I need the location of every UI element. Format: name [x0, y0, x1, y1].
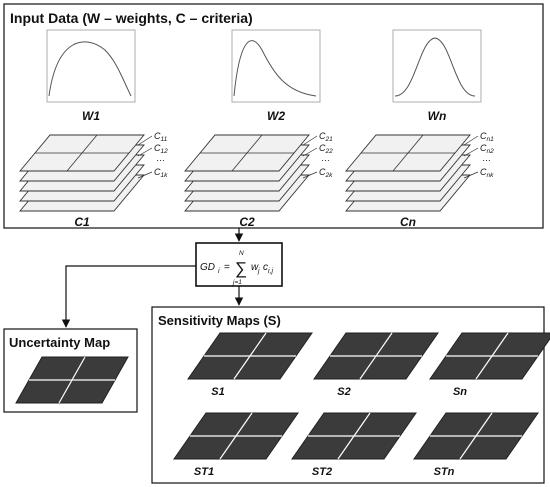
criteria-layer-ellipsis: …	[321, 153, 330, 163]
sensitivity-panel-title: Sensitivity Maps (S)	[158, 313, 281, 328]
criteria-layer-label: C21	[319, 131, 333, 143]
sensitivity-map-s2: S2	[313, 332, 439, 398]
weight-label: W2	[267, 109, 285, 123]
formula-weight-sub: j	[257, 268, 260, 275]
criteria-label: C1	[74, 215, 90, 229]
criteria-layer-label: C11	[154, 131, 168, 143]
criteria-layer-label: Cnk	[480, 167, 494, 179]
formula-equals: =	[224, 262, 230, 273]
sensitivity-map-label: ST2	[312, 466, 332, 478]
weight-label: Wn	[428, 109, 447, 123]
weight-distributions: W1 W2 Wn	[46, 29, 482, 123]
distribution-curve	[233, 40, 317, 97]
uncertainty-map	[15, 356, 129, 404]
input-panel-title: Input Data (W – weights, C – criteria)	[10, 10, 253, 26]
sensitivity-map-label: STn	[434, 466, 455, 478]
weight-distribution-1: W1	[46, 29, 136, 123]
criteria-layer-label: Cn1	[480, 131, 494, 143]
formula-criterion: c	[263, 262, 268, 273]
formula-sum-symbol: ∑	[235, 259, 247, 278]
sensitivity-map-label: S2	[337, 386, 350, 398]
sensitivity-map-st1: ST1	[173, 412, 299, 478]
distribution-curve	[394, 37, 476, 97]
sensitivity-map-stn: STn	[413, 412, 539, 478]
weight-distribution-2: W2	[231, 29, 321, 123]
formula-lhs: GD	[200, 262, 215, 273]
uncertainty-map-panel	[3, 328, 138, 413]
sensitivity-map-sn: Sn	[429, 332, 550, 398]
uncertainty-grid-map	[15, 356, 129, 404]
formula-lower-limit: j=1	[232, 279, 242, 286]
criteria-label: Cn	[400, 215, 416, 229]
sensitivity-map-s1: S1	[187, 332, 313, 398]
sensitivity-map-st2: ST2	[291, 412, 417, 478]
sensitivity-map-label: ST1	[194, 466, 214, 478]
formula-lhs-sub: i	[218, 268, 220, 275]
distribution-curve	[48, 41, 132, 97]
sensitivity-map-label: Sn	[453, 386, 467, 398]
formula-criterion-sub: i,j	[268, 268, 274, 275]
criteria-layer-label: C1k	[154, 167, 168, 179]
formula-upper-limit: N	[239, 250, 244, 257]
weight-distribution-3: Wn	[392, 29, 482, 123]
criteria-label: C2	[239, 215, 255, 229]
criteria-layer-ellipsis: …	[156, 153, 165, 163]
aggregation-formula-box: GD i = ∑ N j=1 w j c i,j	[195, 242, 283, 287]
sensitivity-map-label: S1	[211, 386, 224, 398]
uncertainty-panel-title: Uncertainty Map	[9, 335, 110, 350]
criteria-layer-ellipsis: …	[482, 153, 491, 163]
weight-label: W1	[82, 109, 100, 123]
criteria-layer-label: C2k	[319, 167, 333, 179]
formula-to-uncertainty-arrow	[61, 265, 196, 328]
input-data-panel	[3, 3, 544, 229]
sensitivity-maps-panel	[151, 306, 545, 484]
formula-weight: w	[251, 262, 259, 273]
